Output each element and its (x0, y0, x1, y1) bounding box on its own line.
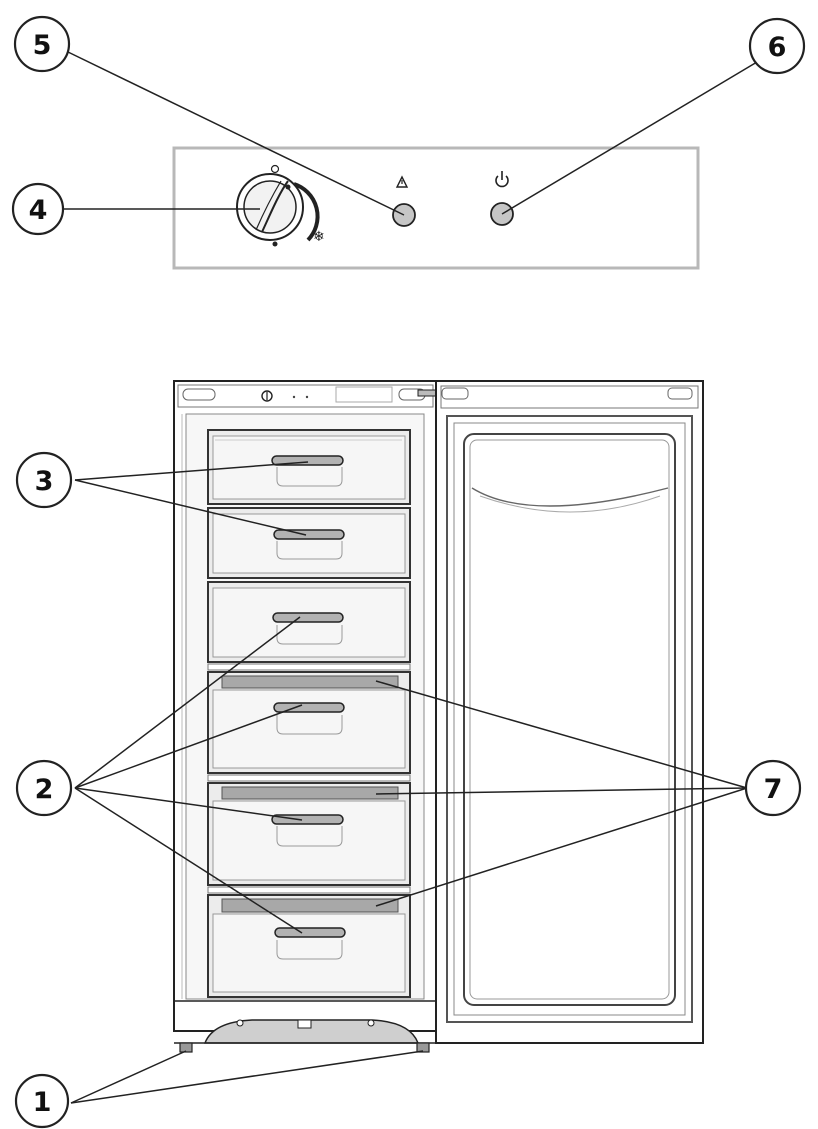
svg-text:7: 7 (764, 774, 783, 805)
control-panel: ❄ (172, 146, 700, 270)
glass-shelf (221, 675, 399, 689)
kick-plate (174, 1000, 436, 1044)
glass-shelf (221, 898, 399, 913)
power-symbol-icon (495, 171, 509, 188)
callout-7: 7 (744, 759, 802, 817)
drawer-handle[interactable] (272, 612, 344, 623)
callout-3: 3 (15, 451, 73, 509)
callout-2: 2 (15, 759, 73, 817)
svg-text:5: 5 (33, 30, 52, 61)
callout-6: 6 (748, 17, 806, 75)
snowflake-icon: ❄ (313, 229, 325, 245)
warning-triangle-icon (395, 175, 409, 188)
svg-text:3: 3 (35, 466, 54, 497)
drawer-handle[interactable] (271, 814, 344, 825)
callout-1: 1 (14, 1073, 70, 1129)
drawer-handle[interactable] (273, 702, 345, 713)
drawer[interactable] (207, 671, 411, 774)
thermostat-knob-icon[interactable] (236, 164, 320, 247)
drawer-handle[interactable] (274, 927, 346, 938)
freezer-cabinet (173, 380, 469, 1053)
svg-text:1: 1 (33, 1087, 52, 1118)
drawer[interactable] (207, 782, 411, 886)
callout-5: 5 (13, 15, 71, 73)
callout-4: 4 (11, 182, 65, 236)
freezer-door[interactable] (435, 380, 704, 1044)
svg-text:6: 6 (768, 32, 787, 63)
leader-lines (63, 51, 758, 1104)
drawer[interactable] (207, 429, 411, 505)
svg-text:4: 4 (29, 195, 48, 226)
glass-shelf (221, 786, 399, 800)
drawer-handle[interactable] (273, 529, 345, 540)
drawer[interactable] (207, 894, 411, 998)
drawer[interactable] (207, 581, 411, 663)
adjustable-foot[interactable] (416, 1042, 430, 1053)
adjustable-foot[interactable] (179, 1042, 193, 1053)
svg-text:2: 2 (35, 774, 54, 805)
